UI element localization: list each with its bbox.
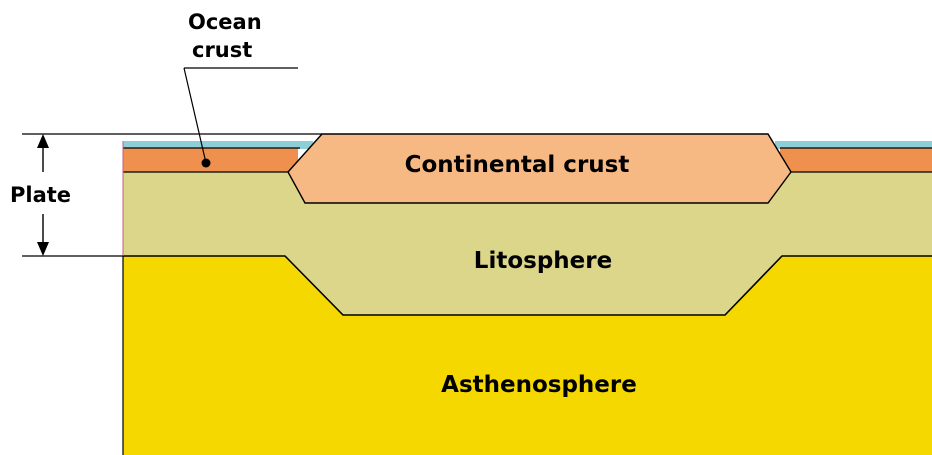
ocean-crust-label-line1: Ocean — [188, 10, 262, 34]
plate-label: Plate — [10, 183, 71, 207]
plate-arrow-head-up — [37, 134, 49, 148]
ocean-crust-right — [780, 148, 932, 172]
ocean-crust-label-line2: crust — [192, 38, 252, 62]
ocean-crust-left — [123, 148, 298, 172]
continental-crust-label: Continental crust — [405, 152, 630, 178]
ocean-crust-pointer-dot — [202, 159, 211, 168]
litosphere-label: Litosphere — [474, 248, 612, 274]
asthenosphere-label: Asthenosphere — [441, 372, 637, 398]
plate-arrow-head-down — [37, 242, 49, 256]
